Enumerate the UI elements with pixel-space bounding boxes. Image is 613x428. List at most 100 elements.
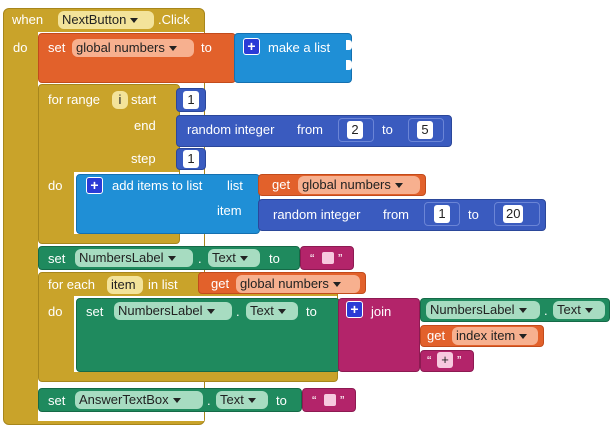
start-number-field[interactable]: 1 [183, 91, 199, 109]
when-label: when [12, 12, 44, 27]
end-random-integer-block[interactable] [176, 115, 452, 147]
step-label: step [131, 151, 156, 166]
component-name: NumbersLabel [430, 302, 515, 317]
property-dropdown-text[interactable]: Text [216, 391, 268, 409]
dot-label: . [198, 251, 202, 266]
chevron-down-icon [239, 256, 248, 262]
list-label: list [227, 178, 243, 193]
from-number-field[interactable]: 2 [347, 121, 363, 139]
add-items-to-list-block[interactable] [76, 174, 260, 234]
range-variable-i[interactable]: i [112, 91, 128, 109]
from-label: from [383, 207, 409, 222]
empty-string-field[interactable] [322, 252, 334, 264]
quote-open: “ [427, 353, 432, 368]
property-name: Text [250, 303, 274, 318]
to-label: to [306, 304, 317, 319]
chevron-down-icon [394, 183, 403, 189]
to-label: to [382, 122, 393, 137]
variable-name: global numbers [76, 40, 165, 55]
mutator-plus-icon[interactable]: + [346, 301, 363, 318]
component-name: NumbersLabel [118, 303, 203, 318]
plus-string-field[interactable]: + [437, 352, 453, 368]
variable-dropdown-index-item[interactable]: index item [452, 327, 538, 345]
to-label: to [276, 393, 287, 408]
random-integer-label: random integer [273, 207, 361, 222]
chevron-down-icon [130, 18, 139, 24]
component-name: NextButton [62, 12, 127, 27]
range-var-name: i [118, 92, 122, 107]
chevron-down-icon [584, 308, 593, 314]
item-label: item [217, 203, 242, 218]
dot-label: . [207, 393, 211, 408]
make-a-list-label: make a list [268, 40, 331, 55]
quote-close: ” [457, 353, 462, 368]
quote-open: “ [312, 393, 317, 408]
property-dropdown-text[interactable]: Text [246, 302, 298, 320]
variable-dropdown-global-numbers[interactable]: global numbers [72, 39, 194, 57]
empty-text-block[interactable] [302, 388, 356, 412]
component-dropdown-answer-textbox[interactable]: AnswerTextBox [75, 391, 203, 409]
variable-name: index item [456, 328, 516, 343]
to-label: to [468, 207, 479, 222]
chevron-down-icon [167, 256, 176, 262]
property-dropdown-text[interactable]: Text [553, 301, 605, 319]
chevron-down-icon [332, 282, 341, 288]
do-label: do [48, 178, 63, 193]
variable-dropdown-global-numbers[interactable]: global numbers [298, 176, 420, 194]
chevron-down-icon [172, 398, 181, 404]
quote-open: “ [310, 251, 315, 266]
to-label: to [201, 40, 212, 55]
component-dropdown-numbers-label[interactable]: NumbersLabel [114, 302, 232, 320]
end-label: end [134, 118, 156, 133]
event-name-label: .Click [158, 12, 190, 27]
component-dropdown-numbers-label[interactable]: NumbersLabel [75, 249, 193, 267]
get-label: get [427, 328, 446, 343]
mutator-plus-icon[interactable]: + [86, 177, 103, 194]
in-list-label: in list [148, 277, 178, 292]
variable-name: global numbers [302, 177, 391, 192]
variable-dropdown-global-numbers[interactable]: global numbers [236, 275, 360, 293]
property-name: Text [557, 302, 581, 317]
dot-label: . [236, 304, 240, 319]
get-label: get [272, 177, 291, 192]
do-label: do [48, 304, 63, 319]
from-number-field[interactable]: 1 [434, 205, 450, 223]
set-label: set [86, 304, 104, 319]
chevron-down-icon [247, 398, 256, 404]
to-label: to [269, 251, 280, 266]
to-number-field[interactable]: 5 [417, 121, 433, 139]
step-number-field[interactable]: 1 [183, 150, 199, 168]
for-each-variable-item[interactable]: item [107, 276, 143, 294]
property-name: Text [212, 250, 236, 265]
set-label: set [48, 40, 66, 55]
add-items-label: add items to list [112, 178, 203, 193]
property-dropdown-text[interactable]: Text [208, 249, 260, 267]
chevron-down-icon [206, 309, 215, 315]
start-label: start [131, 92, 157, 107]
quote-close: ” [340, 393, 345, 408]
chevron-down-icon [519, 334, 528, 340]
random-integer-label: random integer [187, 122, 275, 137]
for-each-label: for each [48, 277, 95, 292]
to-number-field[interactable]: 20 [503, 205, 524, 223]
join-label: join [371, 304, 392, 319]
empty-string-field[interactable] [324, 394, 336, 406]
list-socket-notch [346, 40, 352, 50]
chevron-down-icon [168, 46, 177, 52]
component-name: AnswerTextBox [79, 392, 169, 407]
dot-label: . [544, 303, 548, 318]
component-dropdown-numbers-label[interactable]: NumbersLabel [426, 301, 540, 319]
get-label: get [211, 276, 230, 291]
chevron-down-icon [277, 309, 286, 315]
quote-close: ” [338, 251, 343, 266]
chevron-down-icon [518, 308, 527, 314]
for-each-var-name: item [111, 277, 136, 292]
property-name: Text [220, 392, 244, 407]
set-label: set [48, 393, 66, 408]
mutator-plus-icon[interactable]: + [243, 38, 260, 55]
variable-name: global numbers [240, 276, 329, 291]
set-label: set [48, 251, 66, 266]
list-socket-notch [346, 60, 352, 70]
component-dropdown-next-button[interactable]: NextButton [58, 11, 154, 29]
